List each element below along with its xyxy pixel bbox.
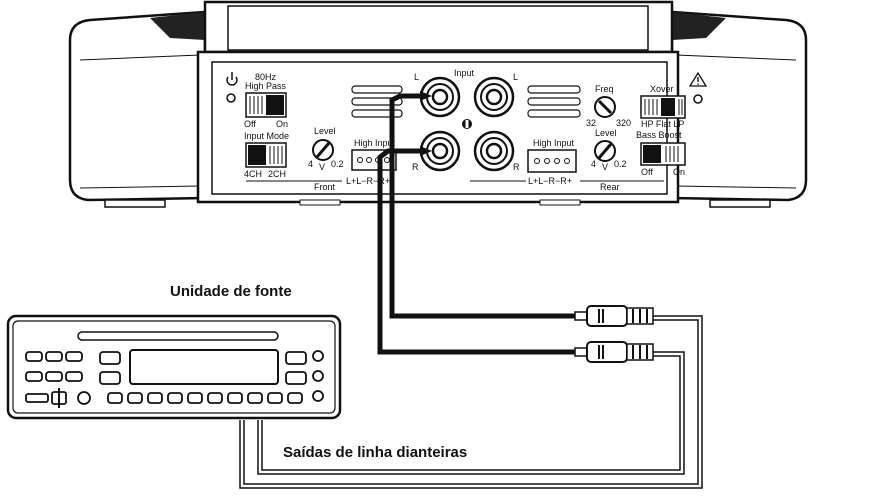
rear-level-unit: V bbox=[602, 162, 608, 172]
bass-boost-switch[interactable] bbox=[640, 142, 686, 166]
input-right-label-2: R bbox=[513, 162, 520, 172]
freq-min: 32 bbox=[586, 118, 596, 128]
input-left-label-2: L bbox=[513, 72, 518, 82]
cable-return-outer bbox=[239, 315, 703, 489]
cable-left bbox=[389, 93, 575, 319]
rca-input-rear-left[interactable] bbox=[473, 76, 515, 118]
rear-level-title: Level bbox=[595, 128, 617, 138]
front-level-title: Level bbox=[314, 126, 336, 136]
warning-icon bbox=[688, 71, 708, 87]
source-display bbox=[129, 349, 279, 385]
rear-level-min: 4 bbox=[591, 159, 596, 169]
xover-options: HP Flat LP bbox=[641, 119, 684, 129]
front-line-outputs-label: Saídas de linha dianteiras bbox=[283, 444, 467, 461]
protect-led bbox=[693, 94, 703, 104]
front-level-knob[interactable] bbox=[312, 139, 334, 161]
front-high-input-label: High Input bbox=[354, 138, 396, 148]
front-level-min: 4 bbox=[308, 159, 313, 169]
xover-switch[interactable] bbox=[640, 95, 686, 119]
rear-high-input-connector[interactable] bbox=[527, 149, 577, 173]
cable-return-inner bbox=[257, 351, 685, 475]
highpass-off-label: Off bbox=[244, 119, 256, 129]
input-mode-4ch: 4CH bbox=[244, 169, 262, 179]
input-mode-switch[interactable] bbox=[245, 142, 287, 168]
highpass-title-1: 80Hz bbox=[255, 72, 277, 82]
input-left-label-1: L bbox=[414, 72, 419, 82]
rear-level-knob[interactable] bbox=[594, 140, 616, 162]
front-high-input-pins: L+L−R−R+ bbox=[346, 176, 390, 186]
power-led bbox=[226, 93, 236, 103]
vent-slots-right bbox=[527, 85, 581, 118]
highpass-switch[interactable] bbox=[245, 92, 287, 118]
freq-max: 320 bbox=[616, 118, 631, 128]
input-mode-title: Input Mode bbox=[244, 131, 289, 141]
source-unit-title: Unidade de fonte bbox=[170, 283, 292, 300]
power-icon bbox=[226, 72, 238, 86]
highpass-title-2: High Pass bbox=[245, 81, 287, 91]
source-right-buttons[interactable] bbox=[285, 350, 324, 402]
cable-right bbox=[377, 148, 575, 355]
rear-section-label: Rear bbox=[600, 182, 620, 192]
freq-title: Freq bbox=[595, 84, 614, 94]
ground-screw-icon bbox=[462, 119, 472, 129]
source-unit bbox=[6, 314, 342, 420]
input-right-label-1: R bbox=[412, 162, 419, 172]
cd-slot bbox=[77, 331, 279, 341]
input-mode-2ch: 2CH bbox=[268, 169, 286, 179]
bass-boost-title: Bass Boost bbox=[636, 130, 682, 140]
rear-level-max: 0.2 bbox=[614, 159, 627, 169]
bass-boost-on: On bbox=[673, 167, 685, 177]
rca-plug-left bbox=[574, 305, 654, 327]
front-level-unit: V bbox=[319, 162, 325, 172]
source-left-buttons[interactable] bbox=[25, 351, 121, 385]
rca-plug-right bbox=[574, 341, 654, 363]
rca-input-front-right[interactable] bbox=[419, 130, 461, 172]
cable-return-outer-b bbox=[243, 319, 699, 485]
rear-high-input-label: High Input bbox=[533, 138, 575, 148]
input-title: Input bbox=[454, 68, 475, 78]
freq-knob[interactable] bbox=[594, 96, 616, 118]
xover-title: Xover bbox=[650, 84, 674, 94]
source-bottom-buttons[interactable] bbox=[25, 388, 303, 408]
bass-boost-off: Off bbox=[641, 167, 653, 177]
cable-return-inner-b bbox=[261, 355, 681, 471]
front-level-max: 0.2 bbox=[331, 159, 344, 169]
front-section-label: Front bbox=[314, 182, 336, 192]
rca-input-rear-right[interactable] bbox=[473, 130, 515, 172]
highpass-on-label: On bbox=[276, 119, 288, 129]
rca-cables bbox=[239, 91, 703, 489]
amplifier: 80Hz High Pass Off On Input Mode 4CH 2CH… bbox=[68, 0, 808, 208]
rear-high-input-pins: L+L−R−R+ bbox=[528, 176, 572, 186]
